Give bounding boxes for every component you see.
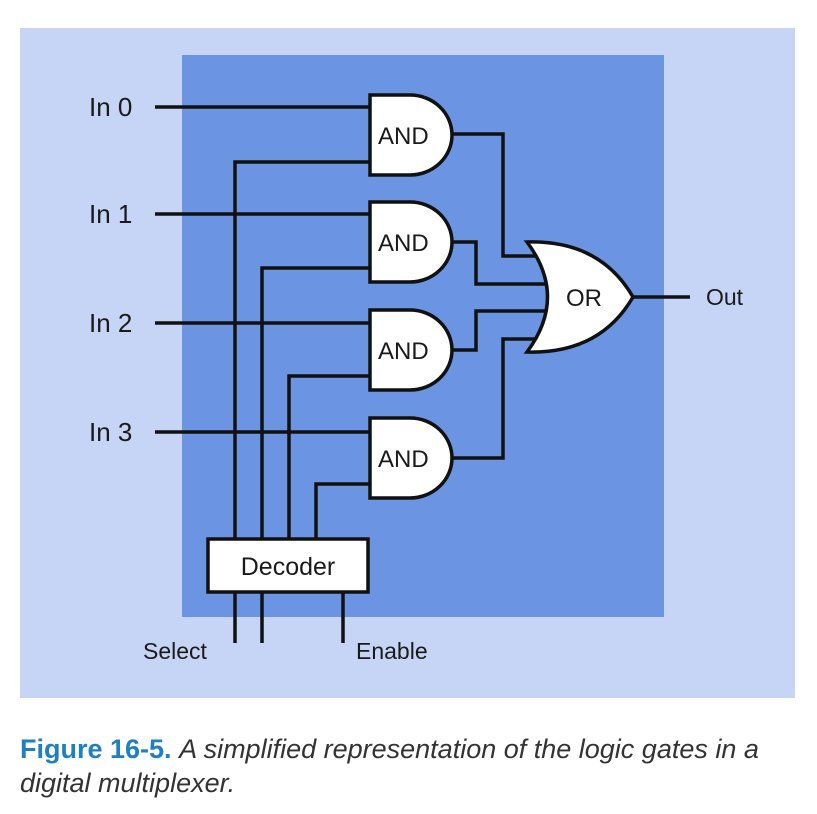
and-label-0: AND [378, 123, 429, 150]
input-label-3: In 3 [89, 417, 132, 447]
or-label: OR [566, 285, 602, 312]
figure-caption: Figure 16-5. A simplified representation… [20, 732, 810, 800]
output-label: Out [706, 284, 744, 310]
and-gate-labels: AND AND AND AND [378, 123, 429, 473]
enable-label: Enable [356, 638, 428, 664]
wire-dec3 [314, 482, 370, 540]
wire-and1-or [452, 240, 550, 286]
and-gates [368, 93, 454, 500]
wire-and2-or [452, 309, 550, 352]
wire-dec1 [260, 266, 370, 540]
wire-and0-or [452, 132, 540, 258]
input-label-0: In 0 [89, 92, 132, 122]
decoder-label: Decoder [241, 553, 336, 581]
and-label-3: AND [378, 446, 429, 473]
and-gate-1 [368, 200, 454, 284]
caption-label: Figure 16-5. [20, 734, 172, 764]
decoder-box [206, 537, 370, 594]
and-gate-0 [368, 93, 454, 177]
input-label-1: In 1 [89, 199, 132, 229]
caption-text: A simplified representation of the logic… [20, 734, 759, 798]
and-gate-2 [368, 308, 454, 392]
wire-dec2 [287, 374, 370, 540]
input-label-2: In 2 [89, 308, 132, 338]
wire-dec0 [233, 160, 370, 540]
and-label-1: AND [378, 230, 429, 257]
select-label: Select [143, 638, 208, 664]
or-gate [523, 240, 636, 354]
wires [155, 105, 690, 643]
wire-and3-or [452, 337, 540, 460]
and-label-2: AND [378, 338, 429, 365]
and-gate-3 [368, 416, 454, 500]
